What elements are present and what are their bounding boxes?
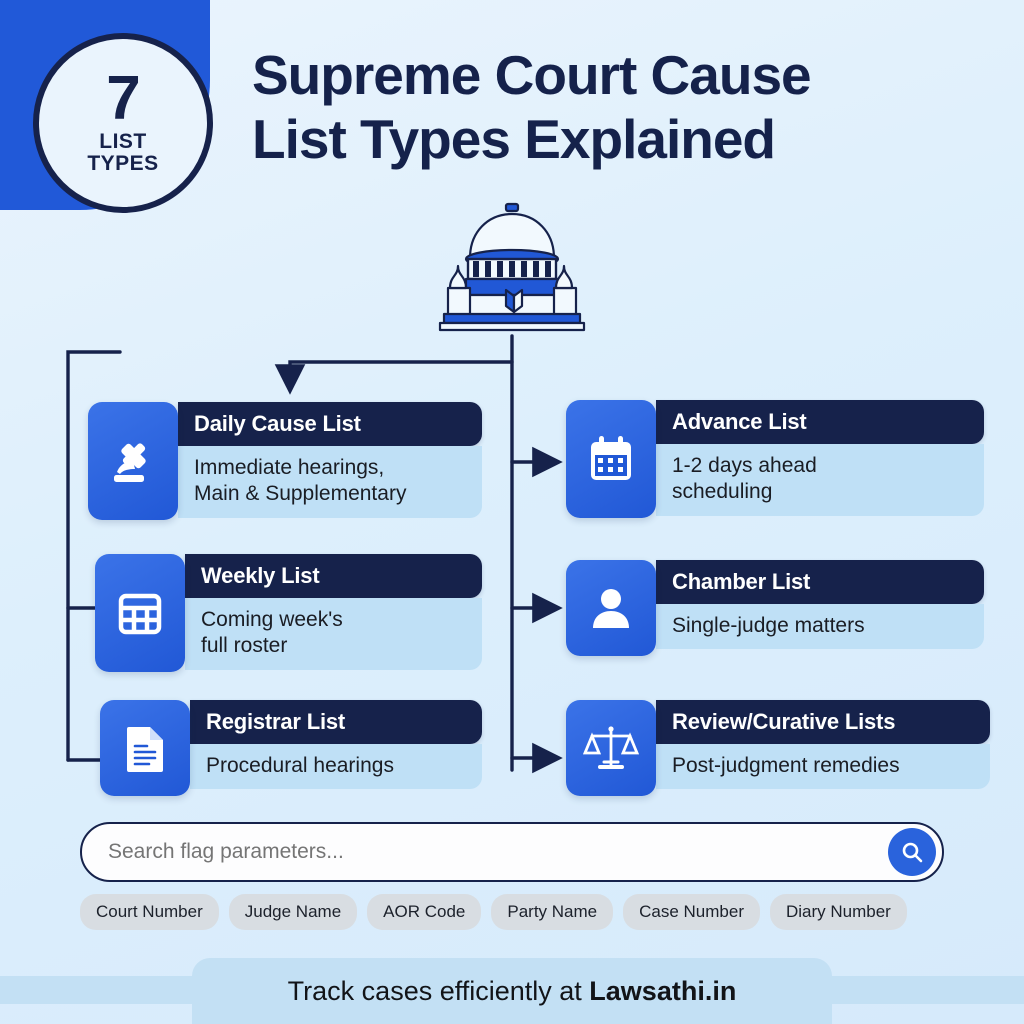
card-description-line1: 1-2 days ahead [672, 454, 817, 477]
card-description-line1: Procedural hearings [206, 754, 394, 777]
footer-panel: Track cases efficiently at Lawsathi.in [192, 958, 832, 1024]
card-title: Chamber List [656, 560, 984, 604]
filter-chip-court-number[interactable]: Court Number [80, 894, 219, 930]
scales-of-justice-icon [566, 700, 656, 796]
page-title-line1: Supreme Court Cause [252, 44, 812, 106]
card-title: Registrar List [190, 700, 482, 744]
gavel-icon [88, 402, 178, 520]
document-icon [100, 700, 190, 796]
card-description-line1: Immediate hearings, [194, 456, 385, 479]
card-body: Daily Cause List Immediate hearings, Mai… [168, 402, 482, 519]
card-description: Post-judgment remedies [656, 744, 990, 789]
search-input[interactable] [82, 839, 888, 865]
card-title: Daily Cause List [178, 402, 482, 446]
page-title-line2: List Types Explained [252, 107, 776, 170]
search-bar[interactable] [80, 822, 944, 882]
supreme-court-building-icon [438, 202, 586, 332]
list-card-review-curative-lists[interactable]: Review/Curative Lists Post-judgment reme… [566, 700, 990, 796]
filter-chip-aor-code[interactable]: AOR Code [367, 894, 482, 930]
list-card-chamber-list[interactable]: Chamber List Single-judge matters [566, 560, 984, 656]
footer-prefix: Track cases efficiently at [287, 975, 590, 1006]
search-button[interactable] [888, 828, 936, 876]
filter-chip-party-name[interactable]: Party Name [491, 894, 614, 930]
search-icon [902, 842, 923, 863]
list-card-daily-cause-list[interactable]: Daily Cause List Immediate hearings, Mai… [88, 402, 482, 520]
badge-number: 7 [106, 63, 140, 133]
count-badge: 7 LIST TYPES [33, 33, 213, 213]
filter-chip-diary-number[interactable]: Diary Number [769, 894, 907, 930]
list-card-registrar-list[interactable]: Registrar List Procedural hearings [100, 700, 482, 796]
card-title: Weekly List [185, 554, 482, 598]
card-description: Single-judge matters [656, 604, 984, 649]
person-icon [566, 560, 656, 656]
card-description: Procedural hearings [190, 744, 482, 789]
filter-chip-judge-name[interactable]: Judge Name [228, 894, 358, 930]
card-description-line2: full roster [201, 633, 288, 657]
card-description-line2: Main & Supplementary [194, 481, 407, 505]
table-grid-icon [95, 554, 185, 672]
badge-label-line2: TYPES [87, 152, 159, 176]
badge-label-line1: LIST [99, 129, 147, 153]
card-title: Advance List [656, 400, 984, 444]
card-body: Registrar List Procedural hearings [180, 700, 482, 789]
card-description: 1-2 days ahead scheduling [656, 444, 984, 517]
list-card-advance-list[interactable]: Advance List 1-2 days ahead scheduling [566, 400, 984, 518]
filter-chip-list: Court Number Judge Name AOR Code Party N… [80, 894, 960, 930]
card-body: Chamber List Single-judge matters [646, 560, 984, 649]
calendar-icon [566, 400, 656, 518]
filter-chip-case-number[interactable]: Case Number [623, 894, 760, 930]
card-description: Coming week's full roster [185, 598, 482, 671]
card-description-line1: Single-judge matters [672, 614, 865, 637]
card-body: Advance List 1-2 days ahead scheduling [646, 400, 984, 517]
card-description-line1: Coming week's [201, 608, 343, 631]
list-card-weekly-list[interactable]: Weekly List Coming week's full roster [95, 554, 482, 672]
card-body: Review/Curative Lists Post-judgment reme… [646, 700, 990, 789]
card-title: Review/Curative Lists [656, 700, 990, 744]
card-description: Immediate hearings, Main & Supplementary [178, 446, 482, 519]
card-description-line1: Post-judgment remedies [672, 754, 900, 777]
footer-text: Track cases efficiently at Lawsathi.in [288, 976, 737, 1007]
card-description-line2: scheduling [672, 479, 773, 503]
card-body: Weekly List Coming week's full roster [175, 554, 482, 671]
footer-brand: Lawsathi.in [589, 975, 737, 1006]
page-title: Supreme Court Cause List Types Explained [252, 44, 952, 172]
